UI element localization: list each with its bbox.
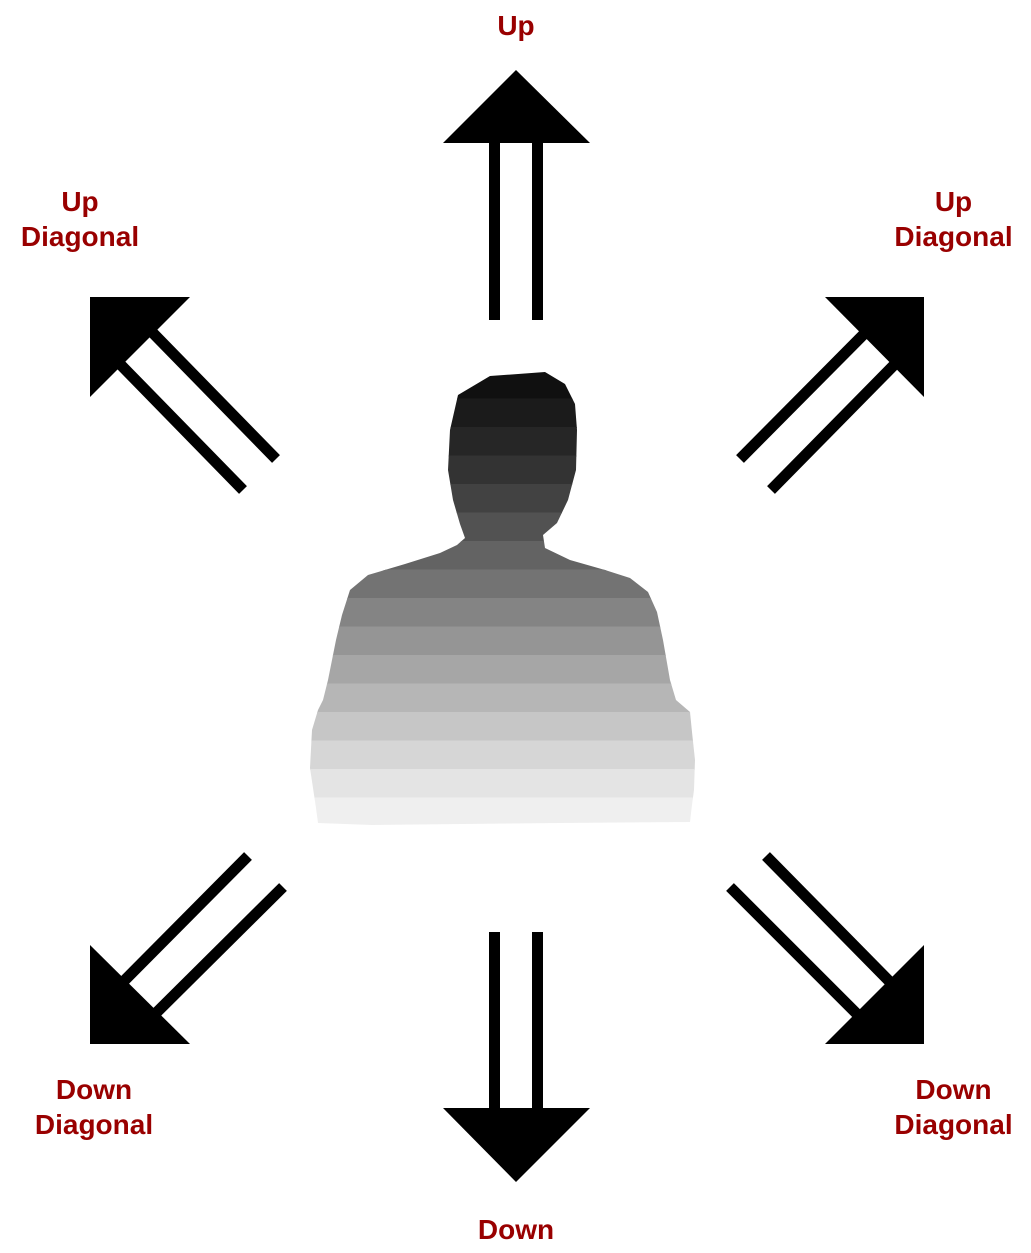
silhouette-band (300, 370, 700, 400)
silhouette-band (300, 655, 700, 685)
up-arrow-shaft-left (489, 140, 500, 320)
label-up-text: Up (466, 8, 566, 43)
label-down-text: Down (456, 1212, 576, 1247)
label-up-left-line1: Up (0, 184, 160, 219)
label-down-right-line1: Down (876, 1072, 1031, 1107)
label-up: Up (466, 8, 566, 43)
up-left-diagonal-arrow (90, 297, 276, 490)
down-arrow-shaft-left (489, 932, 500, 1110)
silhouette-band (300, 798, 700, 828)
silhouette-band (300, 427, 700, 457)
person-silhouette-icon (300, 370, 700, 827)
label-up-left-line2: Diagonal (0, 219, 160, 254)
silhouette-band (300, 769, 700, 799)
label-up-right-line2: Diagonal (876, 219, 1031, 254)
silhouette-band (300, 598, 700, 628)
down-left-diagonal-arrow (90, 856, 283, 1044)
down-arrow (443, 932, 590, 1182)
down-right-diagonal-arrow (730, 856, 924, 1044)
label-down: Down (456, 1212, 576, 1247)
up-left-shaft-1 (118, 362, 243, 490)
silhouette-band (300, 741, 700, 771)
up-arrow (443, 70, 590, 320)
down-left-shaft-2 (152, 887, 283, 1017)
up-right-diagonal-arrow (740, 297, 924, 490)
down-right-shaft-2 (766, 856, 893, 985)
label-up-left-diagonal: Up Diagonal (0, 184, 160, 254)
silhouette-band (300, 513, 700, 543)
label-down-left-diagonal: Down Diagonal (14, 1072, 174, 1142)
silhouette-band (300, 712, 700, 742)
silhouette-band (300, 399, 700, 429)
silhouette-band (300, 456, 700, 486)
label-down-left-line2: Diagonal (14, 1107, 174, 1142)
up-right-shaft-2 (771, 362, 897, 490)
label-up-right-diagonal: Up Diagonal (876, 184, 1031, 254)
silhouette-band (300, 484, 700, 514)
up-arrow-shaft-right (532, 140, 543, 320)
silhouette-band (300, 570, 700, 600)
down-arrow-shaft-right (532, 932, 543, 1110)
label-up-right-line1: Up (876, 184, 1031, 219)
label-down-left-line1: Down (14, 1072, 174, 1107)
up-right-shaft-1 (740, 330, 868, 459)
silhouette-band (300, 541, 700, 571)
up-left-shaft-2 (150, 330, 276, 459)
down-left-shaft-1 (120, 856, 248, 985)
down-right-shaft-1 (730, 887, 860, 1017)
silhouette-band (300, 684, 700, 714)
up-arrow-head (443, 70, 590, 143)
silhouette-band (300, 627, 700, 657)
label-down-right-line2: Diagonal (876, 1107, 1031, 1142)
down-arrow-head (443, 1108, 590, 1182)
label-down-right-diagonal: Down Diagonal (876, 1072, 1031, 1142)
